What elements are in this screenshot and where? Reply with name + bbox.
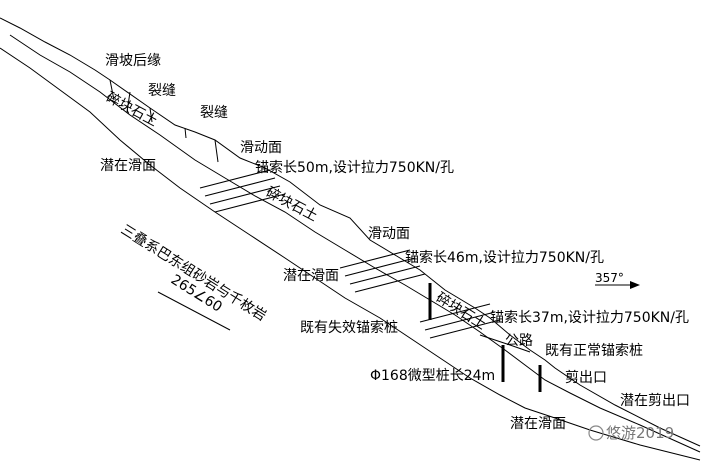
- wechat-icon: [588, 425, 604, 441]
- slip-surface-line: [9, 34, 701, 453]
- label-direction: 357°: [595, 271, 624, 285]
- label-anchor-middle: 锚索长46m,设计拉力750KN/孔: [405, 249, 604, 266]
- label-slip-surface-upper: 滑动面: [240, 139, 282, 156]
- label-potential-slip-surface-middle: 潜在滑面: [283, 267, 339, 284]
- road-line: [479, 334, 531, 353]
- attitude-underline: [157, 291, 231, 331]
- label-anchor-upper: 锚索长50m,设计拉力750KN/孔: [255, 159, 454, 176]
- label-slip-surface-middle: 滑动面: [368, 225, 410, 242]
- label-crack-1: 裂缝: [148, 83, 176, 99]
- watermark: 悠游2019: [588, 424, 674, 442]
- label-micro-pile: Φ168微型桩长24m: [370, 367, 495, 384]
- label-bedrock: 三叠系巴东组砂岩与千枚岩: [118, 222, 269, 325]
- anchor-cables-lower: [419, 303, 501, 339]
- label-failed-anchor-pile: 既有失效锚索桩: [300, 319, 398, 336]
- label-road: 公路: [505, 333, 533, 349]
- anchor-cables-upper: [199, 169, 286, 213]
- potential-slip-surface-line: [0, 47, 701, 461]
- label-potential-shear-outlet: 潜在剪出口: [620, 393, 690, 409]
- label-potential-slip-surface-lower: 潜在滑面: [510, 415, 566, 432]
- label-landslide-rear-edge: 滑坡后缘: [105, 52, 161, 69]
- crack-marks: [109, 79, 219, 163]
- label-anchor-lower: 锚索长37m,设计拉力750KN/孔: [490, 309, 689, 326]
- label-shear-outlet: 剪出口: [565, 370, 607, 386]
- label-potential-slip-surface-upper: 潜在滑面: [100, 157, 156, 174]
- label-normal-anchor-pile: 既有正常锚索桩: [545, 342, 643, 359]
- watermark-text: 悠游2019: [606, 424, 674, 442]
- direction-arrow: [595, 281, 640, 289]
- ground-surface-line: [0, 17, 701, 447]
- anchor-cables-middle: [339, 249, 426, 293]
- label-crack-2: 裂缝: [200, 105, 228, 121]
